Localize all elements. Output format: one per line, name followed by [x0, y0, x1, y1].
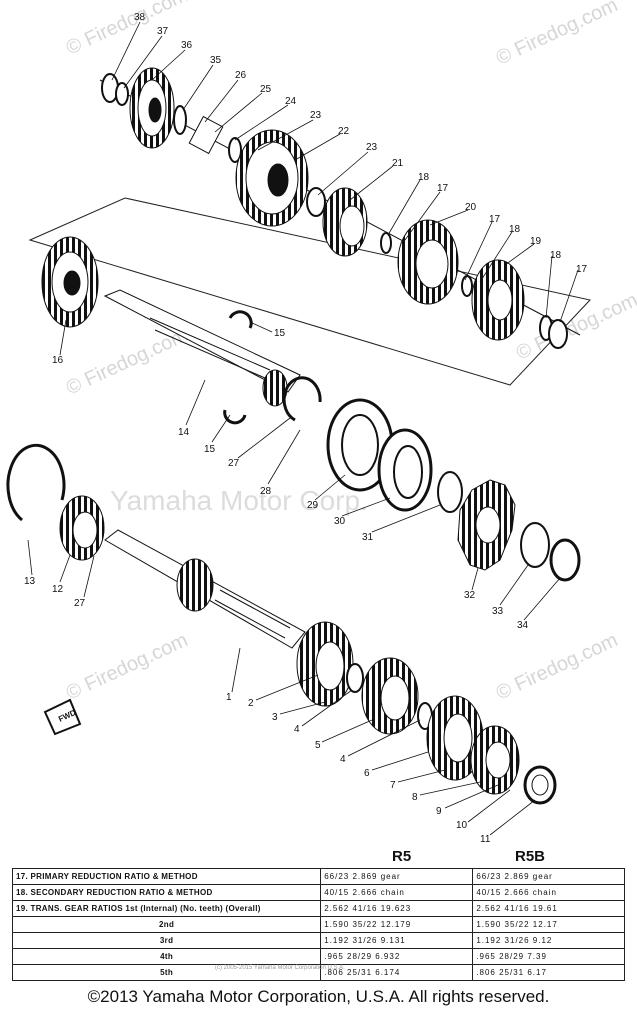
watermark-center: Yamaha Motor Corp.: [110, 485, 368, 516]
callout-9: 9: [436, 806, 442, 817]
r5b-value: .965 28/29 7.39: [472, 948, 625, 965]
r5-value: .806 25/31 6.174: [320, 964, 474, 981]
table-row: 4th .965 28/29 6.932 .965 28/29 7.39: [11, 948, 625, 965]
row-label: 3rd: [11, 932, 322, 949]
callout-38: 38: [134, 12, 146, 23]
table-row: 3rd 1.192 31/26 9.131 1.192 31/26 9.12: [11, 932, 625, 949]
r5-value: 66/23 2.869 gear: [320, 868, 474, 885]
row-label: 2nd: [11, 916, 322, 933]
callout-19: 19: [530, 236, 542, 247]
r5-value: 1.192 31/26 9.131: [320, 932, 474, 949]
callout-18c: 18: [550, 250, 562, 261]
row-label: 18. SECONDARY REDUCTION RATIO & METHOD: [11, 884, 322, 901]
callout-4b: 4: [340, 754, 346, 765]
r5-value: 1.590 35/22 12.179: [320, 916, 474, 933]
main-shaft: [41, 236, 301, 425]
r5-value: .965 28/29 6.932: [320, 948, 474, 965]
callout-30: 30: [334, 516, 346, 527]
r5b-value: 40/15 2.666 chain: [472, 884, 625, 901]
drive-axle: [6, 443, 557, 805]
callout-33: 33: [492, 606, 504, 617]
callout-4: 4: [294, 724, 300, 735]
callout-22: 22: [338, 126, 350, 137]
callout-23: 23: [310, 110, 322, 121]
callout-21: 21: [392, 158, 404, 169]
callout-29: 29: [307, 500, 319, 511]
forward-arrow-icon: FWD: [43, 698, 82, 736]
callout-16: 16: [52, 355, 64, 366]
callout-6: 6: [364, 768, 370, 779]
callout-7: 7: [390, 780, 396, 791]
assembly-outline: [28, 197, 591, 386]
watermark: © Firedog.com: [513, 289, 637, 364]
r5b-value: .806 25/31 6.17: [472, 964, 625, 981]
fine-print: (c) 2005-2015 Yamaha Motor Corporation U…: [215, 965, 345, 971]
callout-8: 8: [412, 792, 418, 803]
r5b-value: 2.562 41/16 19.61: [472, 900, 625, 917]
callout-17: 17: [437, 183, 449, 194]
callout-labels: 38 37 36 35 26 25 24 23 22 23 21 18 17 2…: [24, 12, 588, 845]
r5b-value: 66/23 2.869 gear: [472, 868, 625, 885]
table-row: 5th .806 25/31 6.174 .806 25/31 6.17: [11, 964, 625, 981]
callout-36: 36: [181, 40, 193, 51]
callout-32: 32: [464, 590, 476, 601]
transmission-parts-diagram: © Firedog.com © Firedog.com © Firedog.co…: [6, 0, 637, 845]
r5b-value: 1.192 31/26 9.12: [472, 932, 625, 949]
callout-28: 28: [260, 486, 272, 497]
callout-18b: 18: [509, 224, 521, 235]
callout-27b: 27: [74, 598, 86, 609]
callout-3: 3: [272, 712, 278, 723]
callout-14: 14: [178, 427, 190, 438]
callout-15b: 15: [204, 444, 216, 455]
table-row: 2nd 1.590 35/22 12.179 1.590 35/22 12.17: [11, 916, 625, 933]
r5b-value: 1.590 35/22 12.17: [472, 916, 625, 933]
bearing-sprocket-group: [282, 376, 581, 582]
watermark: © Firedog.com: [63, 629, 191, 704]
callout-17b: 17: [489, 214, 501, 225]
row-label: 19. TRANS. GEAR RATIOS 1st (Internal) (N…: [11, 900, 322, 917]
watermark: © Firedog.com: [493, 0, 621, 70]
callout-1: 1: [226, 692, 232, 703]
callout-35: 35: [210, 55, 222, 66]
r5-value: 2.562 41/16 19.623: [320, 900, 474, 917]
table-row: 19. TRANS. GEAR RATIOS 1st (Internal) (N…: [11, 900, 625, 917]
upper-gear-stack: [99, 67, 581, 349]
watermark: © Firedog.com: [63, 0, 191, 60]
row-label: 4th: [11, 948, 322, 965]
column-header-r5b: R5B: [515, 848, 546, 865]
callout-26: 26: [235, 70, 247, 81]
callout-12: 12: [52, 584, 64, 595]
row-label: 17. PRIMARY REDUCTION RATIO & METHOD: [11, 868, 322, 885]
callout-34: 34: [517, 620, 529, 631]
table-row: 17. PRIMARY REDUCTION RATIO & METHOD 66/…: [11, 868, 625, 885]
callout-18: 18: [418, 172, 430, 183]
callout-23b: 23: [366, 142, 378, 153]
callout-5: 5: [315, 740, 321, 751]
callout-31: 31: [362, 532, 374, 543]
row-label: 5th: [11, 964, 322, 981]
callout-20: 20: [465, 202, 477, 213]
callout-27: 27: [228, 458, 240, 469]
callout-2: 2: [248, 698, 254, 709]
table-row: 18. SECONDARY REDUCTION RATIO & METHOD 4…: [11, 884, 625, 901]
copyright-notice: ©2013 Yamaha Motor Corporation, U.S.A. A…: [87, 987, 550, 1006]
column-header-r5: R5: [392, 848, 412, 865]
gear-ratio-table: 17. PRIMARY REDUCTION RATIO & METHOD 66/…: [11, 868, 625, 981]
callout-25: 25: [260, 84, 272, 95]
watermark: © Firedog.com: [63, 324, 191, 399]
callout-15: 15: [274, 328, 286, 339]
callout-11: 11: [480, 834, 491, 845]
callout-17c: 17: [576, 264, 588, 275]
leader-lines: [27, 21, 579, 836]
callout-10: 10: [456, 820, 468, 831]
r5-value: 40/15 2.666 chain: [320, 884, 474, 901]
callout-24: 24: [285, 96, 297, 107]
watermark: © Firedog.com: [493, 629, 621, 704]
callout-13: 13: [24, 576, 36, 587]
callout-37: 37: [157, 26, 169, 37]
